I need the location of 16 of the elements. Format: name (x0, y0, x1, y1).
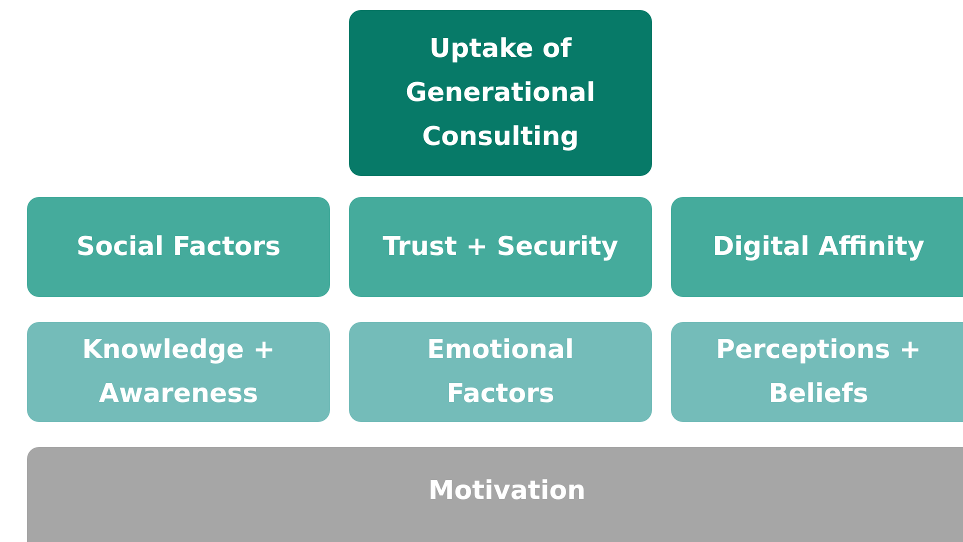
box-label: Uptake of Generational Consulting (404, 32, 596, 154)
base-box (27, 447, 963, 542)
factor-box (349, 197, 652, 297)
factor-box (671, 197, 963, 297)
box-label: Trust + Security (382, 230, 618, 264)
factor-box (671, 322, 963, 422)
factor-box (27, 322, 330, 422)
factor-box (27, 197, 330, 297)
box-label: Digital Affinity (712, 230, 924, 264)
box-label: Knowledge + Awareness (81, 334, 276, 411)
box-label: Emotional Factors (426, 334, 575, 411)
box-label: Perceptions + Beliefs (714, 334, 922, 411)
top-box (349, 10, 652, 176)
box-label: Social Factors (76, 230, 281, 264)
factor-box (349, 322, 652, 422)
box-label: Motivation (428, 475, 586, 508)
